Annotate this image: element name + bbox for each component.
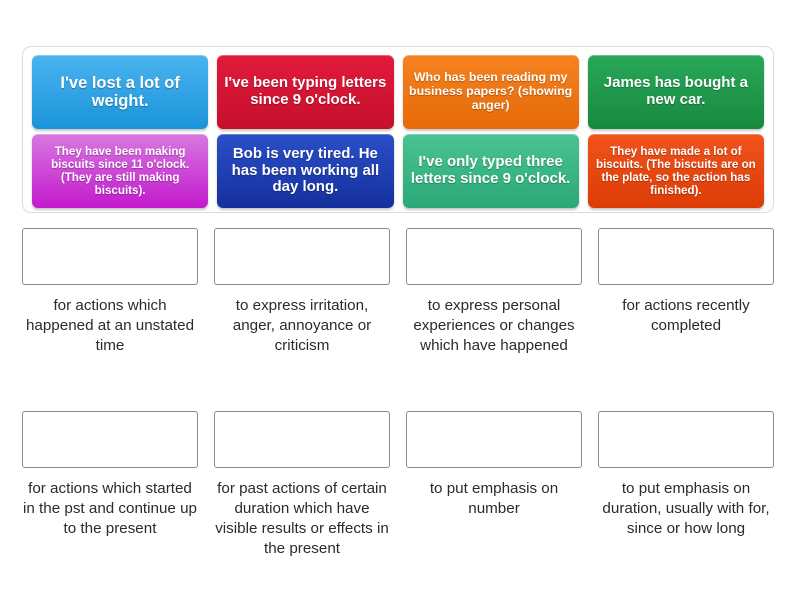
draggable-tile[interactable]: James has bought a new car. bbox=[587, 55, 764, 129]
draggable-tile[interactable]: I've been typing letters since 9 o'clock… bbox=[217, 55, 394, 129]
tile-label: James has bought a new car. bbox=[603, 74, 748, 108]
draggable-tile[interactable]: I've only typed three letters since 9 o'… bbox=[402, 134, 579, 208]
answer-cell: for actions recently completed bbox=[598, 228, 774, 355]
tile-label: They have made a lot of biscuits. (The b… bbox=[595, 145, 756, 197]
answer-cell: for actions which happened at an unstate… bbox=[22, 228, 198, 355]
draggable-tile[interactable]: Who has been reading my business papers?… bbox=[402, 55, 579, 129]
tile-label: Who has been reading my business papers?… bbox=[409, 70, 573, 112]
answer-caption: to express personal experiences or chang… bbox=[413, 297, 575, 354]
answer-cell: for past actions of certain duration whi… bbox=[214, 411, 390, 558]
drop-zone[interactable] bbox=[406, 228, 582, 285]
tile-row-2: They have been making biscuits since 11 … bbox=[32, 134, 764, 208]
answer-caption: for past actions of certain duration whi… bbox=[215, 480, 389, 557]
answer-cell: to put emphasis on duration, usually wit… bbox=[598, 411, 774, 558]
tile-row-1: I've lost a lot of weight. I've been typ… bbox=[32, 55, 764, 129]
answer-cell: to express irritation, anger, annoyance … bbox=[214, 228, 390, 355]
answer-caption: to put emphasis on duration, usually wit… bbox=[602, 480, 770, 537]
answer-grid: for actions which happened at an unstate… bbox=[22, 228, 774, 558]
drop-zone[interactable] bbox=[214, 228, 390, 285]
answer-caption: for actions recently completed bbox=[622, 297, 750, 334]
draggable-tile[interactable]: Bob is very tired. He has been working a… bbox=[217, 134, 394, 208]
answer-cell: to express personal experiences or chang… bbox=[406, 228, 582, 355]
answer-row-1: for actions which happened at an unstate… bbox=[22, 228, 774, 355]
drop-zone[interactable] bbox=[406, 411, 582, 469]
tile-label: I've only typed three letters since 9 o'… bbox=[410, 153, 571, 187]
drop-zone[interactable] bbox=[214, 411, 390, 469]
drop-zone[interactable] bbox=[22, 411, 198, 469]
draggable-tile[interactable]: They have been making biscuits since 11 … bbox=[32, 134, 209, 208]
answer-cell: for actions which started in the pst and… bbox=[22, 411, 198, 558]
draggable-tile[interactable]: They have made a lot of biscuits. (The b… bbox=[587, 134, 764, 208]
tile-label: I've lost a lot of weight. bbox=[60, 73, 180, 110]
answer-caption: for actions which happened at an unstate… bbox=[25, 297, 195, 354]
tile-label: I've been typing letters since 9 o'clock… bbox=[224, 74, 387, 108]
tile-label: They have been making biscuits since 11 … bbox=[51, 145, 190, 197]
draggable-tile[interactable]: I've lost a lot of weight. bbox=[32, 55, 209, 129]
drop-zone[interactable] bbox=[22, 228, 198, 285]
source-tile-tray: I've lost a lot of weight. I've been typ… bbox=[22, 46, 774, 213]
tile-label: Bob is very tired. He has been working a… bbox=[231, 144, 380, 196]
answer-cell: to put emphasis on number bbox=[406, 411, 582, 558]
drop-zone[interactable] bbox=[598, 411, 774, 469]
drop-zone[interactable] bbox=[598, 228, 774, 285]
answer-caption: for actions which started in the pst and… bbox=[23, 480, 197, 537]
answer-row-2: for actions which started in the pst and… bbox=[22, 411, 774, 558]
answer-caption: to put emphasis on number bbox=[429, 480, 559, 517]
answer-caption: to express irritation, anger, annoyance … bbox=[232, 297, 372, 354]
